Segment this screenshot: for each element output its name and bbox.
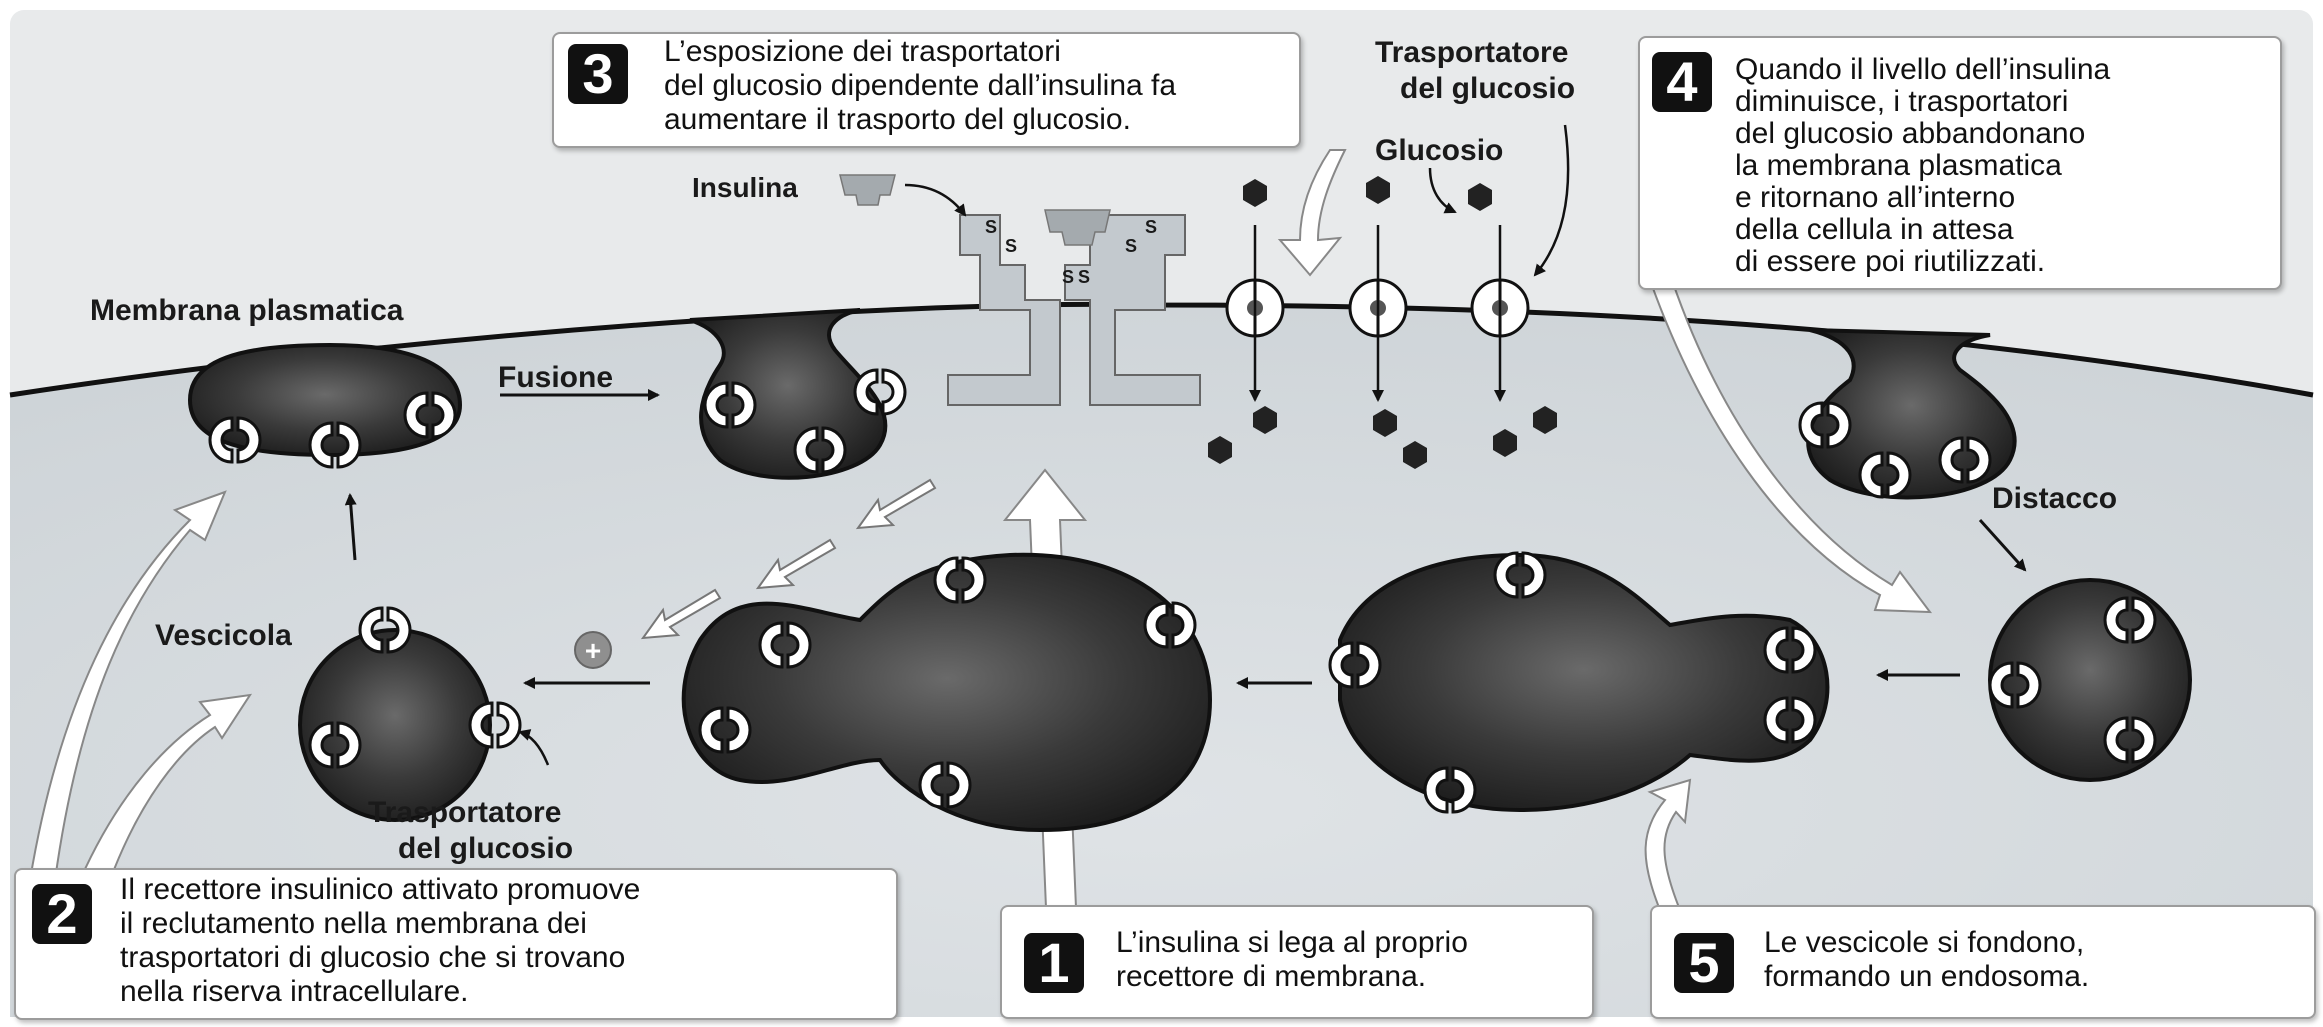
sulfur-label: S: [1078, 267, 1090, 287]
transporter-bottom-label: Trasportatore: [368, 796, 561, 829]
step-2-box: 2 Il recettore insulinico attivato promu…: [14, 868, 898, 1020]
membrane-label: Membrana plasmatica: [90, 294, 404, 327]
step-1-badge: 1: [1024, 933, 1084, 993]
step-4-badge: 4: [1652, 52, 1712, 112]
step-3-box: 3 L’esposizione dei trasportatori del gl…: [552, 32, 1301, 148]
step-1-line: recettore di membrana.: [1116, 961, 1426, 993]
step-3-line: L’esposizione dei trasportatori: [664, 36, 1061, 68]
step-2-line: trasportatori di glucosio che si trovano: [120, 942, 625, 974]
step-4-line: diminuisce, i trasportatori: [1735, 86, 2068, 118]
step-2-line: Il recettore insulinico attivato promuov…: [120, 874, 640, 906]
transporter-bottom-label: del glucosio: [398, 832, 573, 865]
step-1-box: 1 L’insulina si lega al proprio recettor…: [1000, 905, 1594, 1019]
fusion-label: Fusione: [498, 361, 613, 394]
step-4-box: 4 Quando il livello dell’insulina diminu…: [1638, 36, 2282, 290]
step-4-line: del glucosio abbandonano: [1735, 118, 2085, 150]
insulin-label: Insulina: [692, 172, 798, 203]
plus-sign: +: [585, 635, 601, 666]
detach-label: Distacco: [1992, 482, 2117, 515]
step-3-line: del glucosio dipendente dall’insulina fa: [664, 70, 1176, 102]
step-4-line: la membrana plasmatica: [1735, 150, 2062, 182]
step-4-line: e ritornano all’interno: [1735, 182, 2015, 214]
step-3-line: aumentare il trasporto del glucosio.: [664, 104, 1131, 136]
sulfur-label: S: [1145, 217, 1157, 237]
step-4-line: di essere poi riutilizzati.: [1735, 246, 2045, 278]
sulfur-label: S: [1005, 236, 1017, 256]
sulfur-label: S: [1125, 236, 1137, 256]
detached-vesicle: [1990, 580, 2190, 780]
step-5-box: 5 Le vescicole si fondono, formando un e…: [1650, 905, 2316, 1019]
step-3-badge: 3: [568, 44, 628, 104]
step-5-line: formando un endosoma.: [1764, 961, 2089, 993]
sulfur-label: S: [1062, 267, 1074, 287]
step-4-line: della cellula in attesa: [1735, 214, 2014, 246]
step-2-line: il reclutamento nella membrana dei: [120, 908, 587, 940]
step-5-line: Le vescicole si fondono,: [1764, 927, 2084, 959]
step-1-line: L’insulina si lega al proprio: [1116, 927, 1468, 959]
step-2-line: nella riserva intracellulare.: [120, 976, 469, 1008]
transporter-label: Trasportatore: [1375, 36, 1568, 69]
transporter-label: del glucosio: [1400, 72, 1575, 105]
step-5-badge: 5: [1674, 933, 1734, 993]
step-4-line: Quando il livello dell’insulina: [1735, 54, 2110, 86]
vesicle-label: Vescicola: [155, 619, 292, 652]
sulfur-label: S: [985, 217, 997, 237]
glucose-label: Glucosio: [1375, 134, 1503, 167]
step-2-badge: 2: [32, 884, 92, 944]
